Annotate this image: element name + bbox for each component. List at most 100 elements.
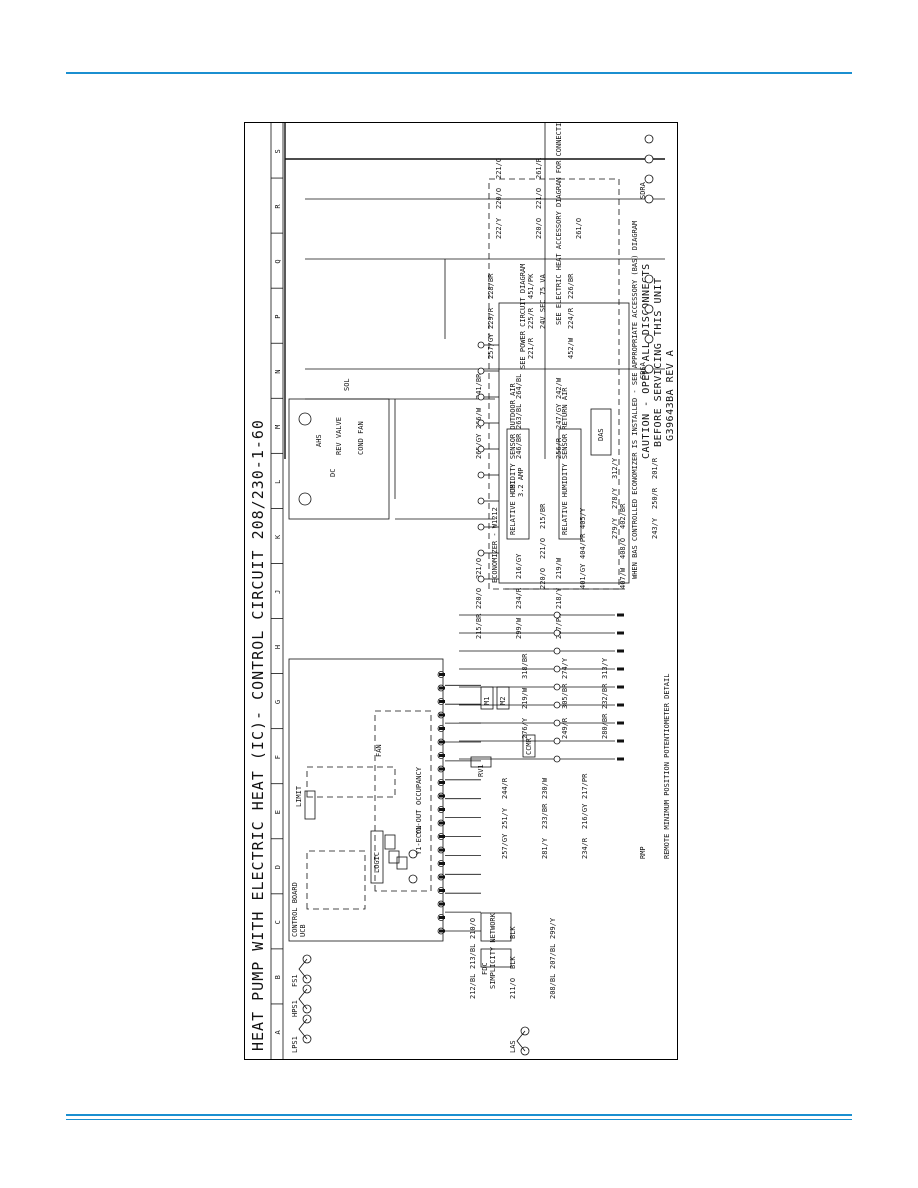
das-label: DAS xyxy=(597,428,605,441)
see-elec-heat-note: SEE ELECTRIC HEAT ACCESSORY DIAGRAM FOR … xyxy=(555,123,563,325)
wire-tag: 247/GY xyxy=(555,403,563,429)
grid-letter: K xyxy=(274,534,282,539)
rv1-label: RV1 xyxy=(477,764,485,777)
ccmr-label: CCMR xyxy=(525,737,533,755)
wire-tag: 404/PR xyxy=(579,533,587,559)
economizer-label: ECONOMIZER - W1212 xyxy=(491,507,499,583)
wire-tag: 215/BR xyxy=(475,613,483,639)
wire-tag: 276/Y xyxy=(521,717,529,739)
wire-tag: 233/BR xyxy=(541,803,549,829)
wire-tag: 221/O xyxy=(539,538,547,559)
rmp-detail-label: REMOTE MINIMUM POSITION POTENTIOMETER DE… xyxy=(663,674,671,859)
wire-tag: 211/O xyxy=(509,978,517,999)
y1-econ-label: Y1-ECON xyxy=(415,825,423,855)
wire-tag: 257/GY xyxy=(501,833,509,859)
wire-tag: 225/R xyxy=(527,307,535,329)
economizer-module xyxy=(498,302,630,584)
wire-tag: BLK xyxy=(509,926,517,939)
sol-label: SOL xyxy=(343,378,351,391)
wire-tag: 280/BR xyxy=(601,713,609,739)
wire-tag: 408/O xyxy=(619,538,627,559)
rh-outdoor-label: RELATIVE HUMIDITY SENSOR OUTDOOR AIR xyxy=(509,382,517,535)
wire-tag: 208/BL xyxy=(549,974,557,999)
wire-tag: 251/Y xyxy=(501,807,509,829)
las-label: LAS xyxy=(509,1040,517,1053)
wire-tag: 218/Y xyxy=(555,587,563,609)
rh-return-label: RELATIVE HUMIDITY SENSOR RETURN AIR xyxy=(561,387,569,535)
wire-tag: 261/R xyxy=(535,157,543,179)
wire-tag: 216/GY xyxy=(581,803,589,829)
wire-tag: 222/Y xyxy=(495,217,503,239)
wire-tag: 228/BR xyxy=(487,273,495,299)
wire-tag: 213/BL xyxy=(469,944,477,969)
grid-letter: N xyxy=(274,370,282,374)
logic-label: LOGIC xyxy=(373,852,381,873)
ahs-label: AHS xyxy=(315,434,323,447)
wire-tag: 217/PR xyxy=(555,613,563,639)
wire-tag: 221/O xyxy=(535,188,543,209)
wire-tag: 256/R xyxy=(555,437,563,459)
wire-tag: 244/R xyxy=(501,777,509,799)
wire-tag: 261/O xyxy=(575,218,583,239)
wire-tag: 305/BR xyxy=(561,683,569,709)
fan-label: FAN xyxy=(375,744,383,757)
footer-rule-thin xyxy=(66,1119,852,1120)
see-power-note: SEE POWER CIRCUIT DIAGRAM xyxy=(519,264,527,369)
wire-tag: 452/W xyxy=(567,337,575,359)
wire-tag: 299/W xyxy=(515,617,523,639)
caution-line-1: CAUTION - OPEN ALL DISCONNECTS xyxy=(641,263,652,459)
wire-tag: 212/BL xyxy=(469,974,477,999)
control-board-ucb xyxy=(288,658,444,942)
fdc-label: FDC xyxy=(481,962,489,975)
wire-tag: 229/R xyxy=(487,307,495,329)
ucb-label: UCB xyxy=(299,924,307,937)
diagram-title: HEAT PUMP WITH ELECTRIC HEAT (IC)- CONTR… xyxy=(249,419,267,1051)
grid-letter: A xyxy=(274,1029,282,1034)
occupancy-label: OCCUPANCY xyxy=(415,766,423,805)
wire-tag: 318/BR xyxy=(521,653,529,679)
y1-out-label: Y1-OUT xyxy=(415,809,423,835)
simplicity-network-label: SIMPLICITY NETWORK xyxy=(489,912,497,989)
wire-tag: 241/BR xyxy=(475,373,483,399)
m2-label: M2 xyxy=(499,697,507,705)
rh-return-sensor xyxy=(558,428,582,540)
wire-tag: 405/Y xyxy=(579,507,587,529)
control-board-label: CONTROL BOARD xyxy=(291,882,299,937)
grid-letter: J xyxy=(274,590,282,594)
wire-tag: 220/O xyxy=(535,218,543,239)
wire-tag: 313/Y xyxy=(601,657,609,679)
cb1-label: CB1 xyxy=(509,480,517,493)
wire-tag: 234/R xyxy=(581,837,589,859)
cond-fan-label: COND FAN xyxy=(357,421,365,455)
grid-letter: D xyxy=(274,865,282,869)
wire-tag: 217/PR xyxy=(581,773,589,799)
wire-tag: 221/O xyxy=(495,158,503,179)
wire-tag: 250/R xyxy=(651,487,659,509)
ccmr-relay xyxy=(522,734,536,758)
wire-tag: 230/W xyxy=(541,777,549,799)
wire-tag: 234/R xyxy=(515,587,523,609)
wire-tag: 281/Y xyxy=(541,837,549,859)
wire-runs xyxy=(284,123,665,932)
wire-tag: 265/GY xyxy=(475,433,483,459)
rmp-label: RMP xyxy=(639,846,647,859)
wire-tag: 207/BL xyxy=(549,944,557,969)
wire-tag: 312/Y xyxy=(611,457,619,479)
wire-tag: 402/BR xyxy=(619,503,627,529)
grid-letter: M xyxy=(274,425,282,429)
wire-tag: 221/R xyxy=(527,337,535,359)
wire-tag: 257/GY xyxy=(487,333,495,359)
wire-tag: 221/O xyxy=(475,558,483,579)
grid-letter: P xyxy=(274,314,282,318)
grid-letter: S xyxy=(274,149,282,153)
wire-tag: 224/R xyxy=(567,307,575,329)
transformer-rating: 24V SEC 75 VA xyxy=(539,273,547,329)
caution-line-3: G39643BA REV A xyxy=(665,350,676,441)
grid-letter: H xyxy=(274,645,282,649)
wire-tag: BLK xyxy=(509,956,517,969)
fs1-label: FS1 xyxy=(291,974,299,987)
wire-tag: 216/GY xyxy=(515,553,523,579)
wire-tag: 232/BR xyxy=(601,683,609,709)
wire-tag: 279/Y xyxy=(611,517,619,539)
